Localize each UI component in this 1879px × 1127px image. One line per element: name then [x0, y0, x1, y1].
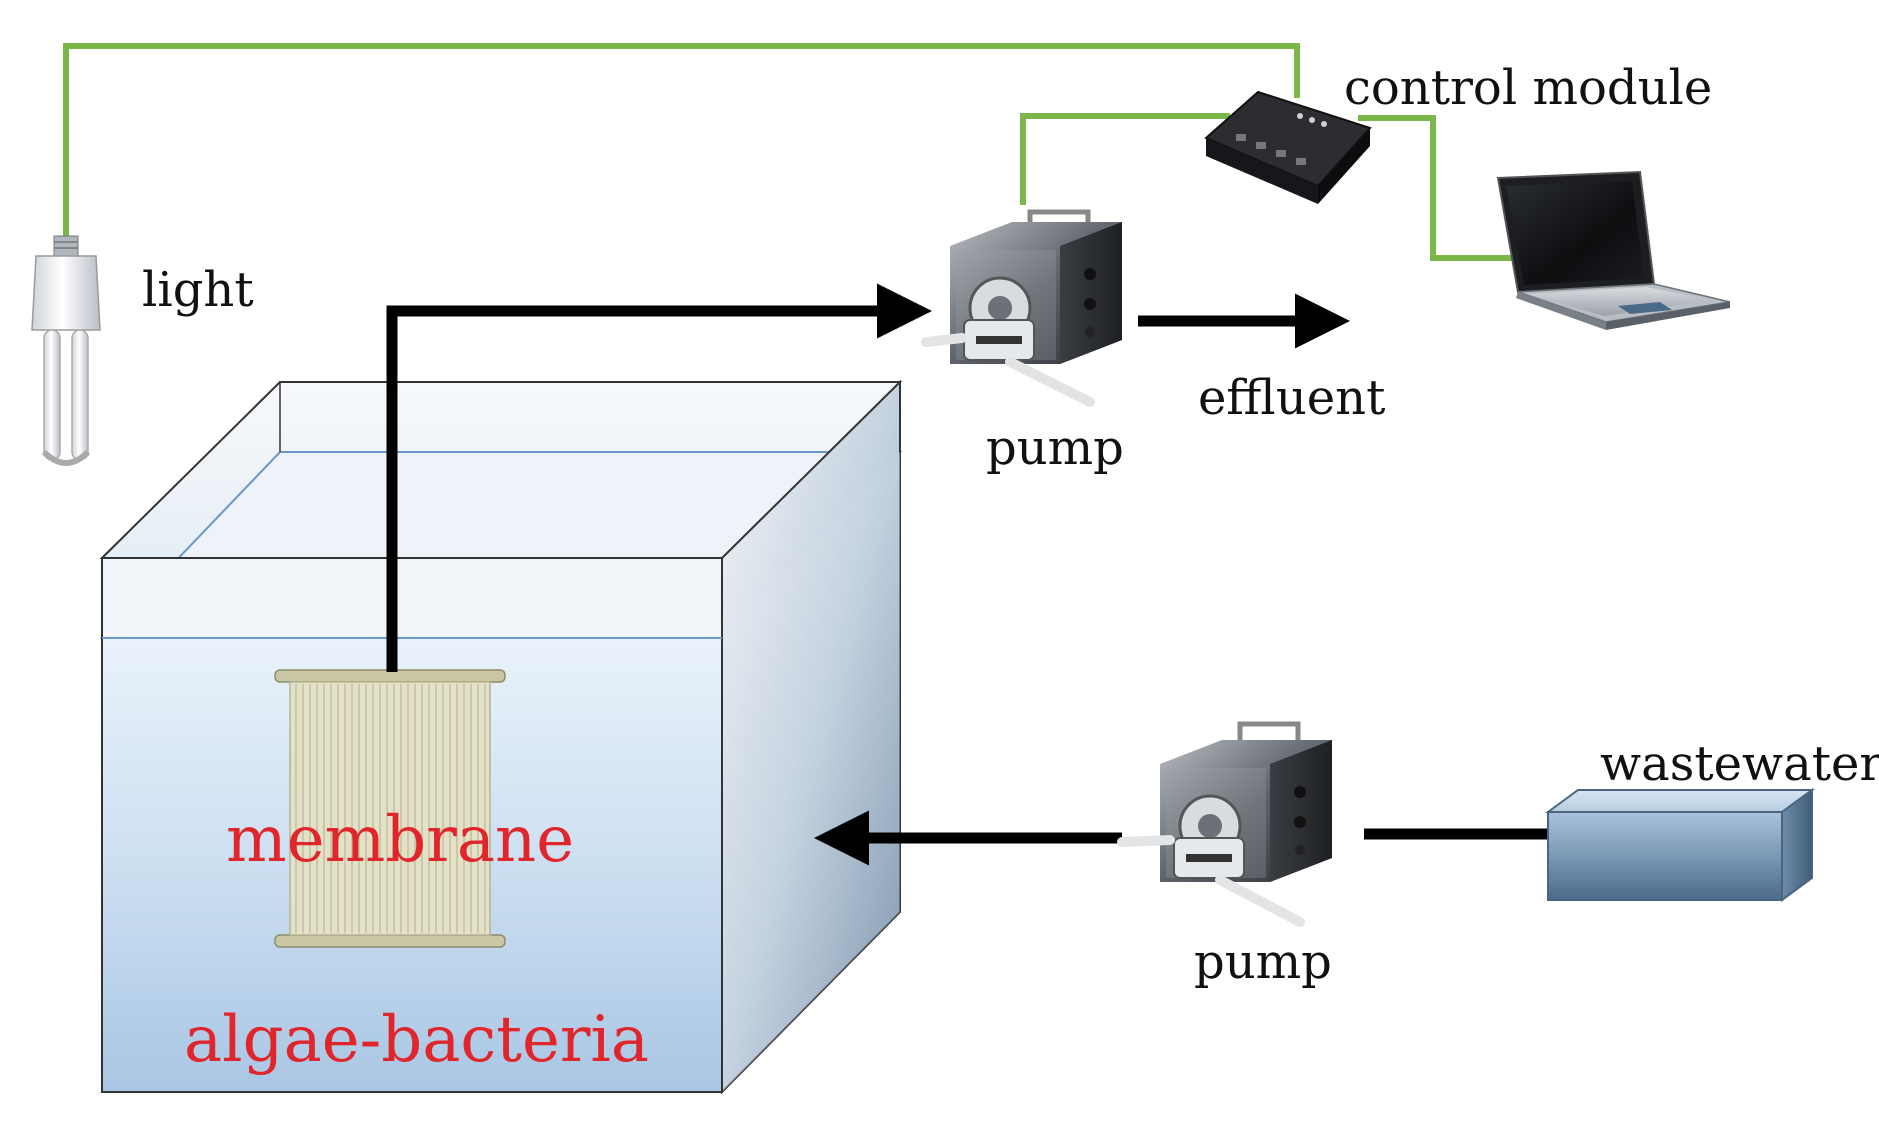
signal-wires [63, 43, 1512, 261]
light-label: light [142, 262, 254, 318]
wire-control-to-laptop [1358, 115, 1512, 261]
laptop-icon [1496, 170, 1731, 330]
membrane-bottom-rail [274, 934, 506, 948]
wastewater-tank-icon [1544, 788, 1816, 902]
light-bulb-icon [31, 235, 101, 466]
wire-control-to-pump [1020, 113, 1230, 205]
tank-front-outline [101, 557, 723, 1093]
pump-top-label: pump [986, 420, 1124, 476]
membrane-label: membrane [226, 803, 575, 877]
pipe-membrane-to-pump [386, 283, 932, 672]
algae-bacteria-label: algae-bacteria [184, 1003, 650, 1077]
control-module-icon [1204, 90, 1372, 204]
water-side [722, 452, 900, 1092]
tank-front-air [102, 558, 722, 638]
peristaltic-pump-icon [921, 209, 1122, 407]
membrane-fibers [295, 684, 486, 933]
flow-pipes [386, 283, 1548, 866]
wastewater-label: wastewater [1600, 736, 1879, 792]
membrane-module [274, 669, 506, 948]
pump-bottom-label: pump [1194, 934, 1332, 990]
peristaltic-pump-icon [1117, 721, 1332, 927]
reactor-tank [99, 379, 903, 1095]
wire-light-to-control [63, 43, 1300, 238]
control-module-label: control module [1344, 60, 1713, 116]
effluent-label: effluent [1198, 370, 1386, 426]
